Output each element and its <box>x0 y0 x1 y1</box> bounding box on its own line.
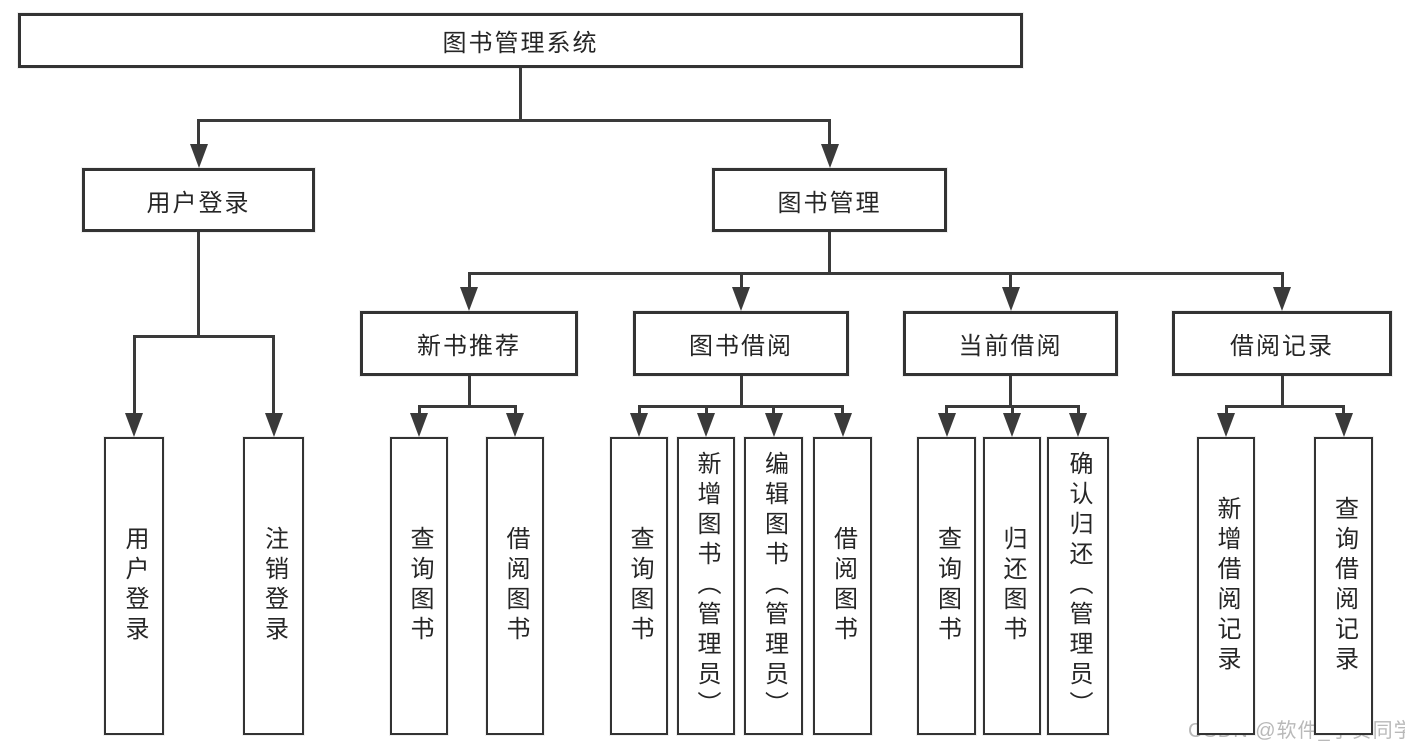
arrow-down-icon <box>1069 413 1087 437</box>
node-label-leaf-bb-edit: 编辑图书（管理员） <box>760 451 788 721</box>
node-label-leaf-cb-query: 查询图书 <box>933 526 961 646</box>
arrow-down-icon <box>1273 287 1291 311</box>
node-leaf-bb-borrow: 借阅图书 <box>813 437 872 735</box>
connector-drop <box>132 335 136 419</box>
arrow-down-icon <box>820 144 839 168</box>
arrow-down-icon <box>630 413 648 437</box>
node-new-book: 新书推荐 <box>360 311 578 376</box>
connector-drop <box>1009 272 1012 293</box>
node-label-root: 图书管理系统 <box>442 30 599 57</box>
connector-stem <box>1009 376 1012 408</box>
node-label-new-book: 新书推荐 <box>417 333 521 360</box>
node-leaf-nb-query: 查询图书 <box>390 437 448 735</box>
arrow-down-icon <box>1003 413 1021 437</box>
connector-stem <box>519 68 522 122</box>
node-label-leaf-logout: 注销登录 <box>260 526 288 646</box>
arrow-down-icon <box>460 287 478 311</box>
arrow-down-icon <box>697 413 715 437</box>
arrow-down-icon <box>189 144 208 168</box>
arrow-down-icon <box>410 413 428 437</box>
connector-stem <box>197 232 200 338</box>
connector-stem <box>467 376 471 408</box>
connector-drop <box>197 119 200 150</box>
node-leaf-br-add: 新增借阅记录 <box>1197 437 1255 735</box>
connector-drop <box>739 272 743 293</box>
node-leaf-bb-query: 查询图书 <box>610 437 668 735</box>
node-leaf-logout: 注销登录 <box>243 437 304 735</box>
arrow-down-icon <box>506 413 524 437</box>
connector-drop <box>1280 272 1284 293</box>
node-borrow-record: 借阅记录 <box>1172 311 1392 376</box>
arrow-down-icon <box>1001 287 1020 311</box>
node-root: 图书管理系统 <box>18 13 1023 68</box>
node-current-borrow: 当前借阅 <box>903 311 1118 376</box>
connector-drop <box>828 119 831 150</box>
node-label-leaf-br-add: 新增借阅记录 <box>1213 496 1240 676</box>
node-label-book-mgmt: 图书管理 <box>777 189 882 217</box>
connector-stem <box>828 232 831 275</box>
node-leaf-nb-borrow: 借阅图书 <box>486 437 544 735</box>
connector-stem <box>739 376 743 408</box>
node-leaf-bb-add: 新增图书（管理员） <box>677 437 735 735</box>
connector-drop <box>772 405 775 419</box>
node-label-leaf-cb-confirm: 确认归还（管理员） <box>1065 451 1092 721</box>
connector-drop <box>513 405 517 419</box>
node-leaf-user-login: 用户登录 <box>104 437 164 735</box>
connector-rail <box>197 119 831 122</box>
node-label-leaf-cb-return: 归还图书 <box>999 526 1026 646</box>
arrow-down-icon <box>264 413 283 437</box>
connector-drop <box>945 405 948 419</box>
node-leaf-bb-edit: 编辑图书（管理员） <box>744 437 803 735</box>
connector-drop <box>272 335 275 419</box>
node-user-login: 用户登录 <box>82 168 315 232</box>
arrow-down-icon <box>937 413 956 437</box>
connector-rail <box>132 335 275 338</box>
connector-rail <box>467 272 1284 275</box>
node-label-book-borrow: 图书借阅 <box>689 333 793 360</box>
node-leaf-cb-return: 归还图书 <box>983 437 1041 735</box>
connector-drop <box>841 405 844 419</box>
arrow-down-icon <box>732 287 750 311</box>
connector-drop <box>1076 405 1080 419</box>
node-label-leaf-br-query: 查询借阅记录 <box>1330 496 1358 676</box>
arrow-down-icon <box>1334 413 1353 437</box>
node-label-leaf-bb-query: 查询图书 <box>626 526 653 646</box>
node-label-borrow-record: 借阅记录 <box>1230 333 1334 360</box>
connector-drop <box>467 272 471 293</box>
node-book-borrow: 图书借阅 <box>633 311 849 376</box>
node-label-leaf-bb-add: 新增图书（管理员） <box>693 451 720 721</box>
arrow-down-icon <box>764 413 783 437</box>
connector-drop <box>704 405 708 419</box>
node-leaf-cb-confirm: 确认归还（管理员） <box>1047 437 1109 735</box>
node-leaf-cb-query: 查询图书 <box>917 437 976 735</box>
node-label-user-login: 用户登录 <box>146 189 251 217</box>
node-label-leaf-bb-borrow: 借阅图书 <box>829 526 857 646</box>
node-leaf-br-query: 查询借阅记录 <box>1314 437 1373 735</box>
connector-rail <box>417 405 517 408</box>
connector-rail <box>637 405 844 408</box>
connector-rail <box>1224 405 1345 408</box>
node-label-leaf-user-login: 用户登录 <box>121 526 148 646</box>
node-label-current-borrow: 当前借阅 <box>958 333 1063 360</box>
arrow-down-icon <box>125 413 143 437</box>
connector-stem <box>1280 376 1284 408</box>
connector-drop <box>417 405 421 419</box>
connector-drop <box>637 405 641 419</box>
connector-drop <box>1224 405 1228 419</box>
arrow-down-icon <box>833 413 852 437</box>
node-label-leaf-nb-query: 查询图书 <box>406 526 433 646</box>
connector-drop <box>1342 405 1345 419</box>
node-label-leaf-nb-borrow: 借阅图书 <box>502 526 529 646</box>
connector-drop <box>1010 405 1014 419</box>
node-book-mgmt: 图书管理 <box>712 168 947 232</box>
arrow-down-icon <box>1217 413 1235 437</box>
